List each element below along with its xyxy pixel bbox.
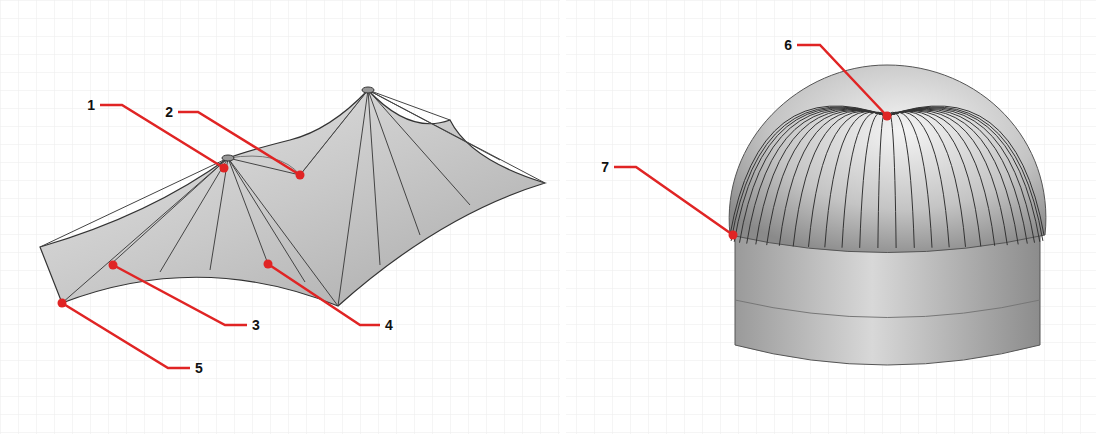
callout-number: 4	[385, 317, 393, 333]
callout-number: 6	[784, 37, 792, 53]
callout-number: 2	[165, 104, 173, 120]
callout-number: 3	[252, 317, 260, 333]
callout-number: 5	[195, 360, 203, 376]
callout-number: 1	[87, 97, 95, 113]
callout-number: 7	[601, 159, 609, 175]
